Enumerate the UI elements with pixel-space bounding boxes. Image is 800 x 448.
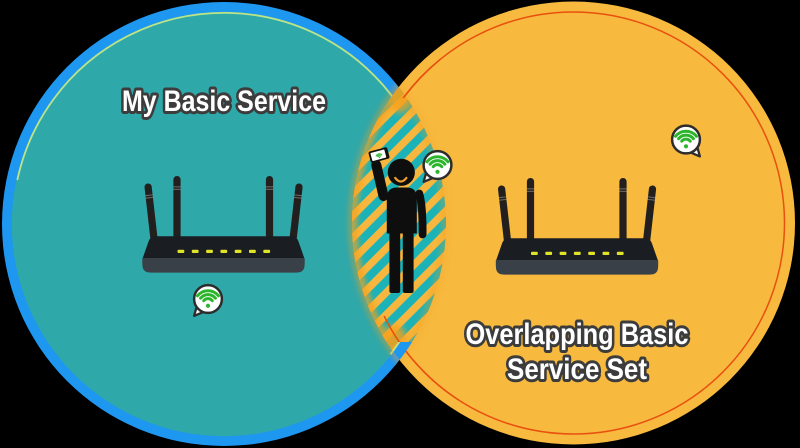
svg-text:Service Set: Service Set bbox=[507, 353, 647, 386]
svg-text:Overlapping Basic: Overlapping Basic bbox=[466, 318, 689, 351]
svg-text:My Basic Service: My Basic Service bbox=[122, 85, 326, 118]
